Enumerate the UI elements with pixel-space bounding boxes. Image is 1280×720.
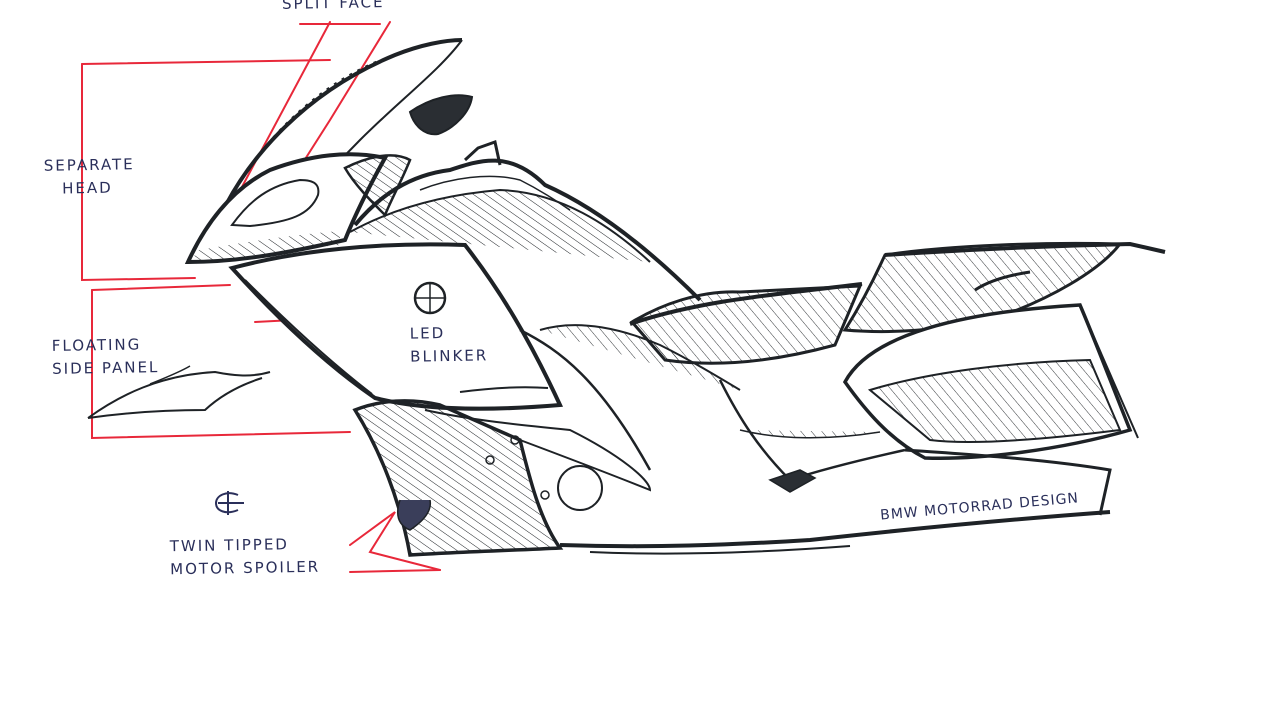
label-separate-head: SEPARATE HEAD	[43, 155, 135, 198]
red-annotation-lines	[81, 21, 441, 573]
tank-fairing	[349, 140, 702, 302]
label-twin-tipped-motor-spoiler: TWIN TIPPED MOTOR SPOILER	[169, 535, 321, 579]
seat	[629, 282, 863, 365]
rear-pannier	[842, 303, 1139, 460]
label-split-face: SPLIT FACE	[281, 0, 385, 13]
side-panel-detail	[87, 365, 271, 419]
designer-monogram-icon	[214, 491, 244, 515]
split-face-headlight	[184, 152, 412, 265]
label-floating-side-panel: FLOATING SIDE PANEL	[51, 335, 160, 378]
mirror	[408, 94, 474, 136]
front-side-panel	[228, 242, 564, 411]
tail-section	[842, 241, 1166, 334]
lower-fairing	[352, 324, 1112, 557]
label-led-blinker: LED BLINKER	[409, 324, 489, 366]
